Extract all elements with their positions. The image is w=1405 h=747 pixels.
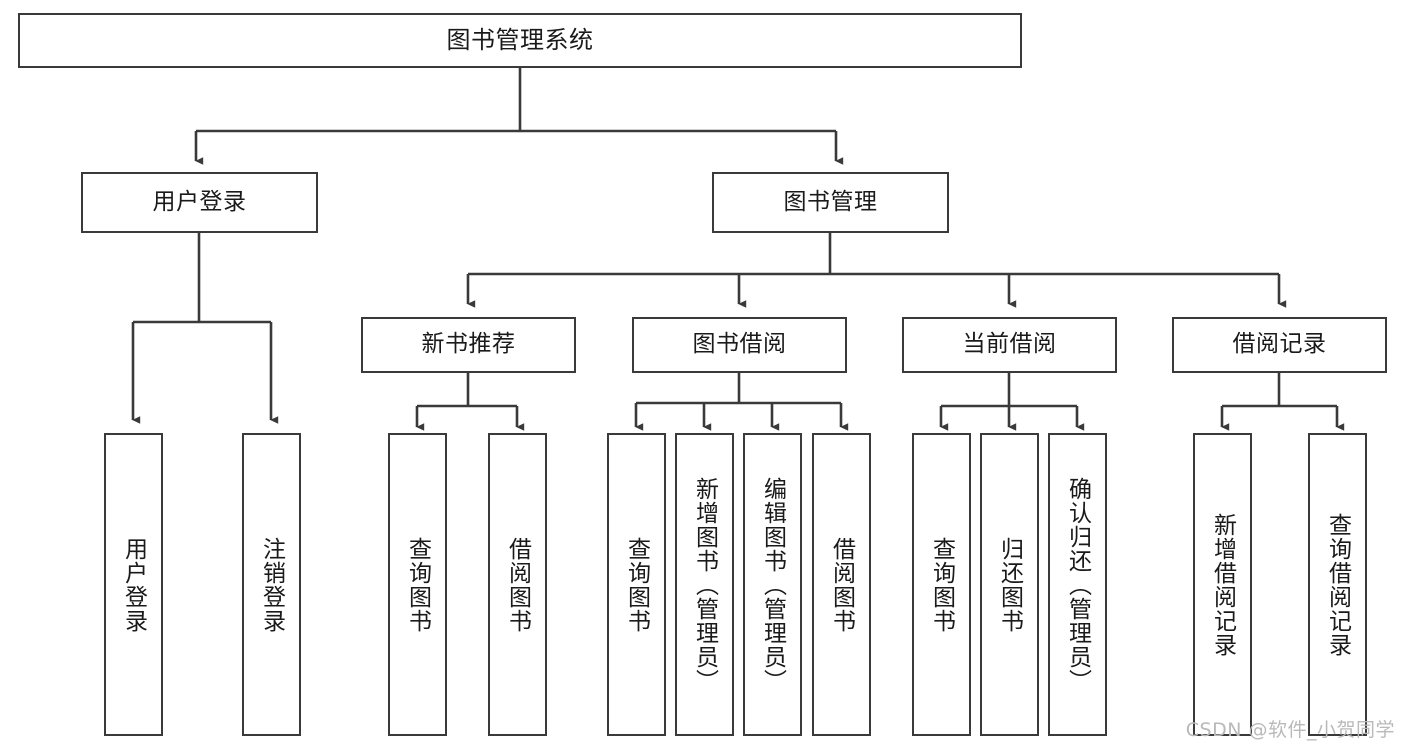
leaf-query-book-new[interactable]: 查询图书 (388, 433, 447, 736)
node-label: 新增借阅记录 (1209, 512, 1236, 657)
leaf-confirm-return-admin[interactable]: 确认归还（管理员） (1048, 433, 1107, 736)
node-label: 归还图书 (996, 536, 1023, 633)
node-label: 借阅记录 (1232, 331, 1327, 358)
node-label: 图书借阅 (692, 331, 787, 358)
node-label: 查询借阅记录 (1324, 512, 1351, 657)
node-new-book-recommend[interactable]: 新书推荐 (361, 317, 576, 373)
node-label: 注销登录 (258, 536, 285, 633)
node-label: 图书管理 (783, 188, 878, 215)
node-borrow-record[interactable]: 借阅记录 (1172, 317, 1387, 373)
node-current-borrow[interactable]: 当前借阅 (902, 317, 1117, 373)
node-book-borrow[interactable]: 图书借阅 (632, 317, 847, 373)
node-label: 图书管理系统 (446, 26, 594, 55)
leaf-add-book-admin[interactable]: 新增图书（管理员） (675, 433, 734, 736)
node-label: 新书推荐 (421, 331, 516, 358)
leaf-query-book-borrow[interactable]: 查询图书 (607, 433, 666, 736)
leaf-edit-book-admin[interactable]: 编辑图书（管理员） (743, 433, 802, 736)
node-label: 用户登录 (120, 536, 147, 633)
node-label: 借阅图书 (828, 536, 855, 633)
node-label: 借阅图书 (504, 536, 531, 633)
leaf-borrow-book-new[interactable]: 借阅图书 (488, 433, 547, 736)
leaf-return-book[interactable]: 归还图书 (980, 433, 1039, 736)
node-label: 确认归还（管理员） (1064, 476, 1091, 693)
leaf-user-logout[interactable]: 注销登录 (242, 433, 301, 736)
leaf-query-book-current[interactable]: 查询图书 (912, 433, 971, 736)
node-label: 当前借阅 (962, 331, 1057, 358)
node-label: 新增图书（管理员） (691, 476, 718, 693)
node-label: 用户登录 (152, 188, 247, 215)
node-book-management-module[interactable]: 图书管理 (712, 172, 949, 233)
leaf-user-login[interactable]: 用户登录 (104, 433, 163, 736)
node-label: 编辑图书（管理员） (759, 476, 786, 693)
leaf-borrow-book[interactable]: 借阅图书 (812, 433, 871, 736)
node-root-system[interactable]: 图书管理系统 (18, 13, 1022, 68)
node-user-login-module[interactable]: 用户登录 (81, 172, 318, 233)
node-label: 查询图书 (404, 536, 431, 633)
node-label: 查询图书 (928, 536, 955, 633)
leaf-add-borrow-record[interactable]: 新增借阅记录 (1193, 433, 1252, 736)
leaf-query-borrow-record[interactable]: 查询借阅记录 (1308, 433, 1367, 736)
node-label: 查询图书 (623, 536, 650, 633)
